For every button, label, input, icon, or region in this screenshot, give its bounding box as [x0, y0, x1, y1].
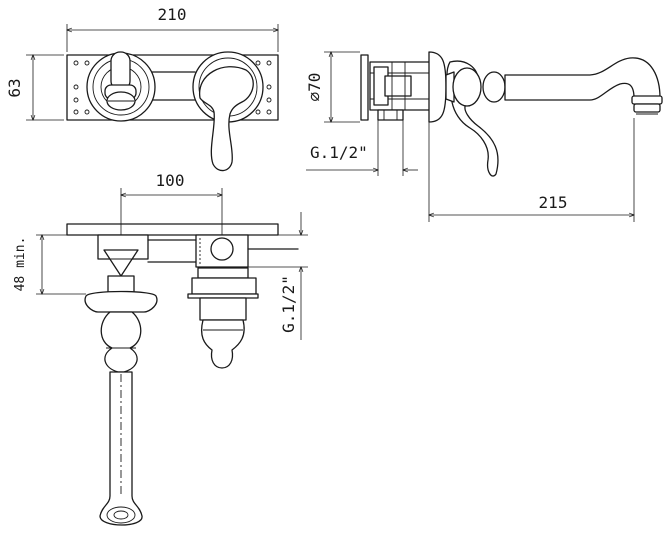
- side-wall-plate: [360, 54, 369, 121]
- mixer-rosette: [192, 51, 264, 172]
- dim-spout-reach-label: 215: [539, 193, 568, 212]
- dim-thread-bottom-label: G.1/2": [279, 275, 298, 333]
- dim-install-depth-label: 48 min.: [13, 237, 28, 292]
- side-valve-body: [369, 61, 433, 121]
- dim-thread-side: G.1/2": [306, 120, 418, 176]
- top-lever: [199, 297, 247, 369]
- top-wall-plate: [66, 223, 279, 236]
- dim-plate-width-label: 210: [158, 5, 187, 24]
- plate-screw-holes: [73, 60, 272, 115]
- dim-thread-side-label: G.1/2": [310, 143, 368, 162]
- front-view: 210 63: [5, 5, 279, 172]
- dim-flange-diameter-label: ⌀70: [305, 73, 324, 102]
- dim-plate-height-label: 63: [5, 78, 24, 97]
- spout-rosette: [86, 51, 156, 122]
- dim-center-distance-label: 100: [156, 171, 185, 190]
- dim-install-depth: 48 min.: [13, 235, 97, 294]
- side-view: ⌀70: [305, 51, 663, 222]
- dim-center-distance: 100: [121, 171, 222, 262]
- top-valve-body-left: [97, 234, 149, 294]
- top-view: 100 48 min.: [13, 171, 308, 526]
- dim-spout-reach: 215: [429, 118, 634, 222]
- side-rosette: [428, 51, 447, 123]
- dim-thread-bottom: G.1/2": [248, 212, 308, 340]
- top-connecting-pipe: [147, 239, 197, 263]
- top-valve-body-right: [187, 234, 299, 299]
- top-spout: [84, 290, 158, 526]
- wall-plate: [66, 54, 279, 121]
- dim-flange-diameter: ⌀70: [305, 52, 360, 122]
- dim-plate-height: 63: [5, 55, 64, 120]
- dim-plate-width: 210: [67, 5, 278, 52]
- side-spout: [445, 57, 663, 115]
